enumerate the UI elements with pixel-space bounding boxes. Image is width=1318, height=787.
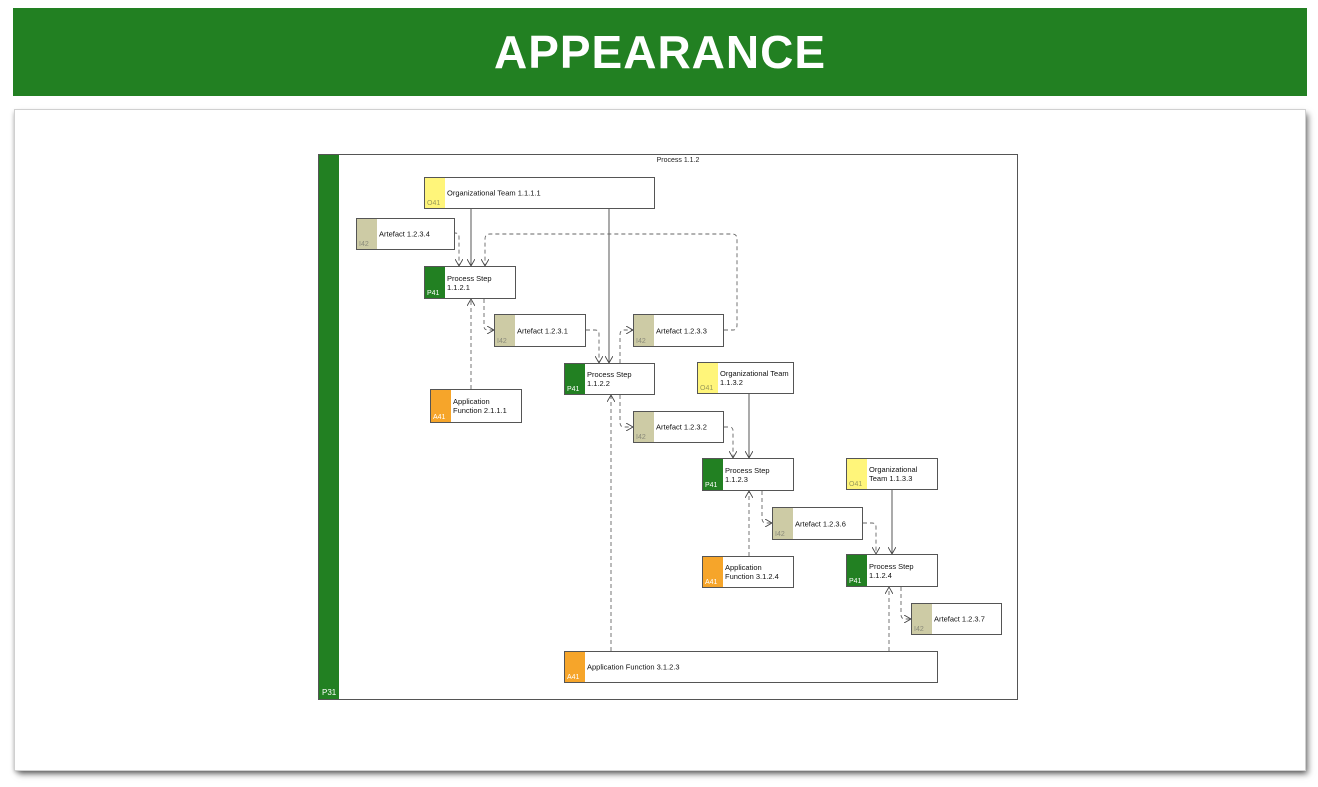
connectors [376, 208, 1019, 651]
node-code: O41 [427, 200, 441, 207]
function-type-strip: A41 [431, 390, 451, 422]
flow-step1122-art1232 [619, 395, 633, 427]
diagram-node-art1232[interactable]: I42 Artefact 1.2.3.2 [633, 411, 724, 443]
diagram-node-step1123[interactable]: P41 Process Step 1.1.2.3 [702, 458, 794, 491]
function-type-strip: A41 [565, 652, 585, 682]
process-type-strip: P41 [425, 267, 445, 298]
artefact-type-strip: I42 [912, 604, 932, 634]
function-type-strip: A41 [703, 557, 723, 587]
team-type-strip: O41 [698, 363, 718, 393]
node-code: P41 [567, 386, 580, 393]
banner-title: APPEARANCE [493, 26, 827, 78]
node-code: A41 [433, 414, 446, 421]
flow-art1231-step1122 [586, 329, 599, 363]
node-code: I42 [914, 626, 924, 633]
artefact-type-strip: I42 [634, 412, 654, 442]
container-code: P31 [322, 688, 337, 697]
artefact-type-strip: I42 [773, 508, 793, 539]
process-type-strip: P41 [847, 555, 867, 586]
node-label: Process Step 1.1.2.4 [869, 561, 914, 580]
node-code: O41 [700, 385, 714, 392]
diagram-node-step1121[interactable]: P41 Process Step 1.1.2.1 [424, 266, 516, 299]
node-code: O41 [849, 481, 863, 488]
node-label: Artefact 1.2.3.7 [934, 614, 985, 624]
team-type-strip: O41 [847, 459, 867, 489]
artefact-type-strip: I42 [357, 219, 377, 249]
diagram-node-func3123[interactable]: A41 Application Function 3.1.2.3 [564, 651, 938, 683]
diagram-node-art1231[interactable]: I42 Artefact 1.2.3.1 [494, 314, 586, 347]
node-label: Artefact 1.2.3.2 [656, 422, 707, 432]
node-label: Process Step 1.1.2.3 [725, 465, 770, 484]
node-code: I42 [636, 434, 646, 441]
flow-step1124-art1237 [900, 587, 911, 619]
node-code: I42 [497, 338, 507, 345]
diagram-node-art1236[interactable]: I42 Artefact 1.2.3.6 [772, 507, 863, 540]
diagram-node-func2111[interactable]: A41 Application Function 2.1.1.1 [430, 389, 522, 423]
flow-art1234-step1121 [376, 232, 459, 266]
team-type-strip: O41 [425, 178, 445, 208]
diagram-node-team1133[interactable]: O41 Organizational Team 1.1.3.3 [846, 458, 938, 490]
process-type-strip: P41 [565, 364, 585, 394]
node-label: Application Function 3.1.2.3 [587, 662, 680, 672]
diagram-node-art1234[interactable]: I42 Artefact 1.2.3.4 [356, 218, 455, 250]
node-label: Process Step 1.1.2.2 [587, 370, 632, 388]
node-label: Application Function 3.1.2.4 [725, 563, 779, 581]
node-code: I42 [775, 531, 785, 538]
flow-step1123-art1236 [761, 491, 772, 523]
node-label: Artefact 1.2.3.4 [379, 229, 430, 239]
node-label: Application Function 2.1.1.1 [453, 397, 507, 415]
node-code: A41 [567, 674, 580, 681]
diagram-node-art1233[interactable]: I42 Artefact 1.2.3.3 [633, 314, 724, 347]
node-code: I42 [359, 241, 369, 248]
diagram-node-team1132[interactable]: O41 Organizational Team 1.1.3.2 [697, 362, 794, 394]
node-label: Process Step 1.1.2.1 [447, 273, 492, 292]
flow-step1121-art1231 [483, 299, 494, 330]
container-title: Process 1.1.2 [656, 157, 700, 164]
node-label: Organizational Team 1.1.3.2 [720, 369, 789, 387]
banner: APPEARANCE [13, 8, 1307, 96]
flow-step1122-art1233 [619, 330, 633, 363]
node-code: I42 [636, 338, 646, 345]
process-diagram: P31 Process 1.1.2 [318, 154, 1018, 700]
flow-art1233-step1121 [485, 233, 738, 331]
node-label: Artefact 1.2.3.1 [517, 326, 568, 335]
diagram-node-team111[interactable]: O41 Organizational Team 1.1.1.1 [424, 177, 655, 209]
diagram-node-art1237[interactable]: I42 Artefact 1.2.3.7 [911, 603, 1002, 635]
node-label: Artefact 1.2.3.3 [656, 326, 707, 335]
node-label: Artefact 1.2.3.6 [795, 519, 846, 528]
node-code: P41 [849, 578, 862, 585]
flow-art1236-step1124 [863, 522, 876, 554]
diagram-node-step1124[interactable]: P41 Process Step 1.1.2.4 [846, 554, 938, 587]
artefact-type-strip: I42 [495, 315, 515, 346]
diagram-node-func3124[interactable]: A41 Application Function 3.1.2.4 [702, 556, 794, 588]
node-code: P41 [705, 482, 718, 489]
node-code: P41 [427, 290, 440, 297]
artefact-type-strip: I42 [634, 315, 654, 346]
diagram-node-step1122[interactable]: P41 Process Step 1.1.2.2 [564, 363, 655, 395]
node-code: A41 [705, 579, 718, 586]
flow-art1232-step1123 [724, 426, 733, 458]
node-label: Organizational Team 1.1.3.3 [869, 465, 918, 483]
process-type-strip: P41 [703, 459, 723, 490]
container-strip: P31 [319, 155, 339, 699]
node-label: Organizational Team 1.1.1.1 [447, 188, 541, 198]
